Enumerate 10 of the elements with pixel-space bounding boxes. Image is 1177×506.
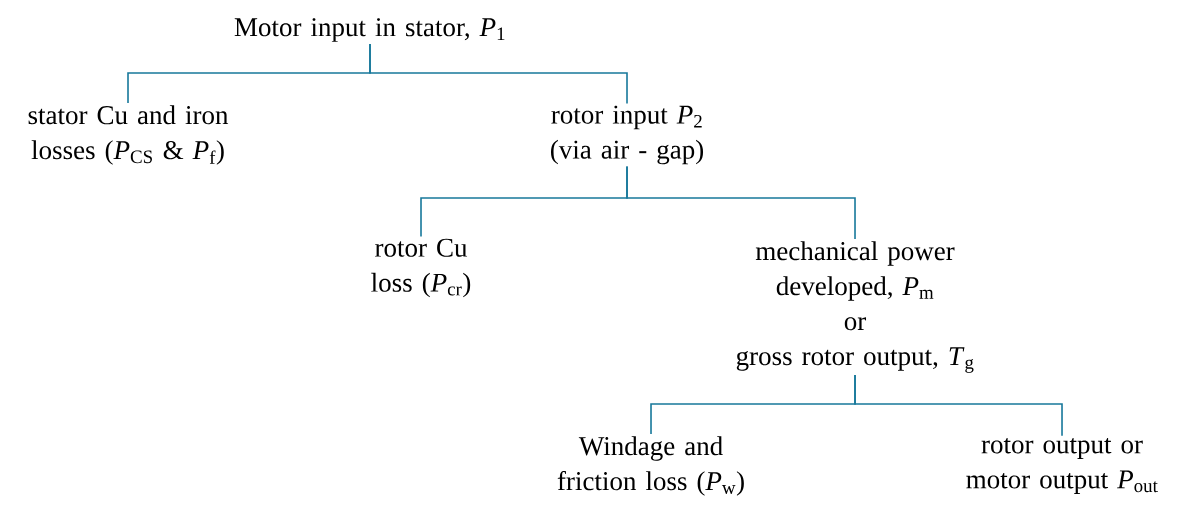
tree-connector [626,165,856,240]
node-text: stator Cu and iron losses (P$_{CS}$ & P$_{f}$) [28,105,229,165]
node-text: rotor Cu loss (P$_{cr}$) [371,238,471,298]
node-text: rotor input P$_{2}$ (via air - gap) [551,105,704,165]
node-text: mechanical power developed, P$_{m}$ or gross rotor output, T$_{g}$ [736,241,974,373]
node-text: Windage and friction loss (P$_{w}$) [557,436,744,496]
tree-connector [854,374,1063,437]
node-text: Motor input in stator, P$_{1}$ [234,18,505,42]
node-text: rotor output or motor output P$_{out}$ [966,438,1158,494]
tree-connector [369,43,628,105]
